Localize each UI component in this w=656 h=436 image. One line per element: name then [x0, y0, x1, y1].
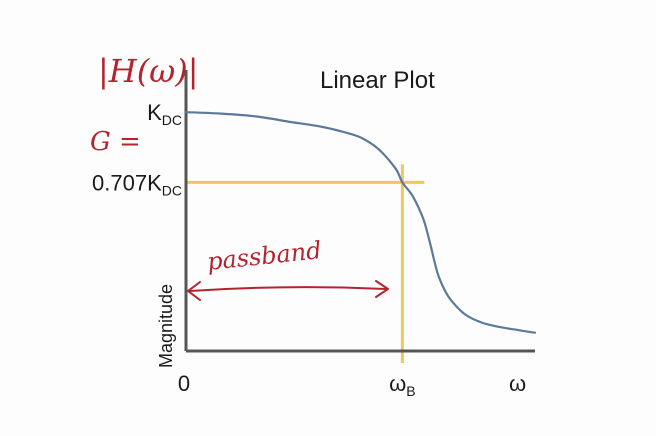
magnitude-response-line	[184, 111, 537, 334]
chart-title: Linear Plot	[320, 67, 435, 94]
y-axis-label: Magnitude	[156, 284, 176, 368]
y-tick-labels: KDC 0.707KDC	[92, 100, 182, 198]
passband-arrow	[187, 280, 389, 301]
x-tick-label-0: 0	[178, 371, 190, 396]
y-tick-label-0: KDC	[147, 100, 182, 128]
y-tick-label-1: 0.707KDC	[92, 170, 182, 198]
passband-annotation: passband	[206, 236, 323, 276]
series-group	[184, 111, 537, 334]
x-tick-labels: 0 ωB ω	[178, 371, 526, 399]
x-tick-label-1: ωB	[389, 371, 416, 399]
chart-axes	[184, 70, 535, 353]
gain-annotation: G =	[90, 127, 141, 157]
x-tick-label-2: ω	[509, 371, 526, 396]
transfer-magnitude-annotation: |H(ω)|	[98, 52, 199, 90]
cutoff-guides	[186, 164, 425, 363]
